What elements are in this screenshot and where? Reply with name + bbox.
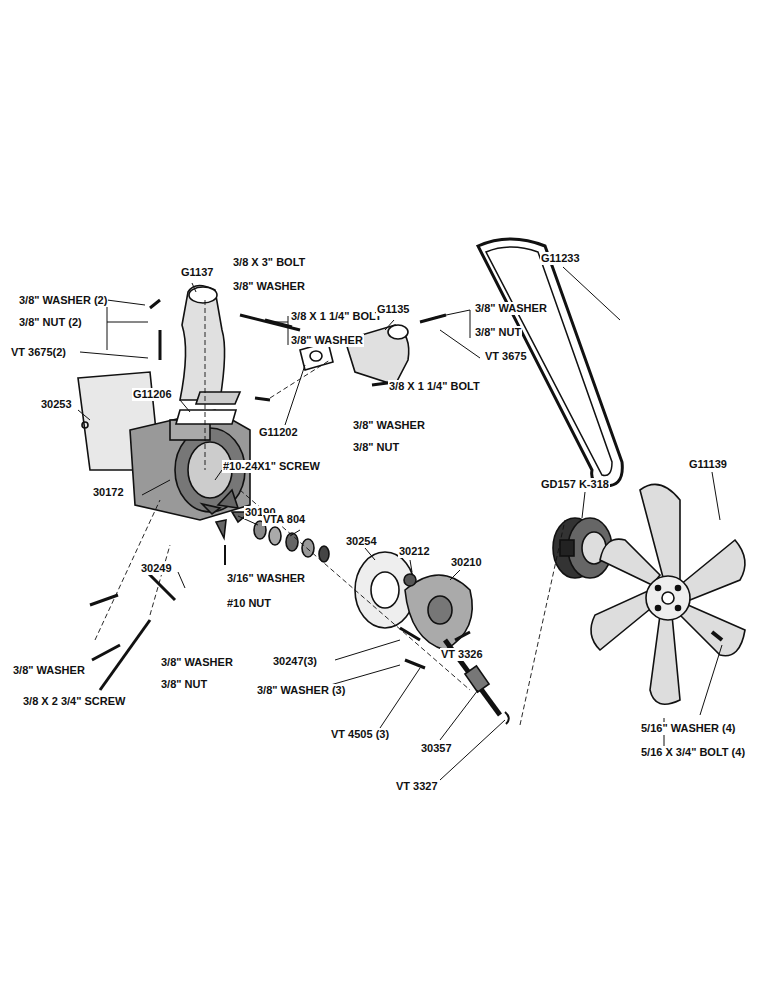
part-label: 30357: [420, 742, 453, 755]
part-label: 3/8" NUT (2): [18, 316, 83, 329]
part-label: 3/8 X 1 1/4" BOLT: [388, 380, 481, 393]
part-label: VT 4505 (3): [330, 728, 390, 741]
part-label: 30253: [40, 398, 73, 411]
part-label: 30212: [398, 545, 431, 558]
part-label: VT 3327: [395, 780, 439, 793]
part-label: 3/8" WASHER (2): [18, 294, 108, 307]
part-label: 30210: [450, 556, 483, 569]
part-label: 30249: [140, 562, 173, 575]
part-label: G11233: [540, 252, 581, 265]
part-label: VT 3675: [484, 350, 528, 363]
part-label: VT 3675(2): [10, 346, 67, 359]
part-label: 3/8 X 2 3/4" SCREW: [22, 695, 126, 708]
part-label: 3/8" NUT: [160, 678, 208, 691]
part-label: G11202: [258, 426, 299, 439]
part-label: G11139: [688, 458, 728, 471]
part-label: 3/8 X 3" BOLT: [232, 256, 306, 269]
impeller: [202, 490, 250, 538]
part-label: 3/8" WASHER: [12, 664, 86, 677]
part-label: 5/16" WASHER (4): [640, 722, 736, 735]
part-label: 3/8 X 1 1/4" BOLT: [290, 310, 383, 323]
part-label: 3/8" WASHER (3): [256, 684, 346, 697]
fan-belt: [478, 239, 622, 486]
part-label: 3/8" WASHER: [290, 334, 364, 347]
part-label: 30172: [92, 486, 125, 499]
part-label: 3/8" WASHER: [474, 302, 548, 315]
part-label: GD157 K-318: [540, 478, 610, 491]
part-label: VT 3326: [440, 648, 484, 661]
part-label: G11206: [132, 388, 173, 401]
leader-lines: [78, 210, 722, 780]
part-label: G1135: [376, 303, 410, 316]
pulley: [553, 518, 612, 578]
part-label: #10 NUT: [226, 597, 272, 610]
fan: [591, 484, 745, 704]
part-label: 3/8" WASHER: [352, 419, 426, 432]
part-label: 3/8" WASHER: [232, 280, 306, 293]
part-label: 3/8" NUT: [352, 441, 400, 454]
part-label: 3/8" WASHER: [160, 656, 234, 669]
part-label: 3/16" WASHER: [226, 572, 306, 585]
seal-kit: [254, 521, 329, 562]
part-label: 30247(3): [272, 655, 318, 668]
part-label: G1137: [180, 266, 214, 279]
part-label: #10-24X1" SCREW: [222, 460, 321, 473]
part-label: 3/8" NUT: [474, 326, 522, 339]
part-label: VTA 804: [262, 513, 306, 526]
part-label: 5/16 X 3/4" BOLT (4): [640, 746, 746, 759]
part-label: 30254: [345, 535, 378, 548]
